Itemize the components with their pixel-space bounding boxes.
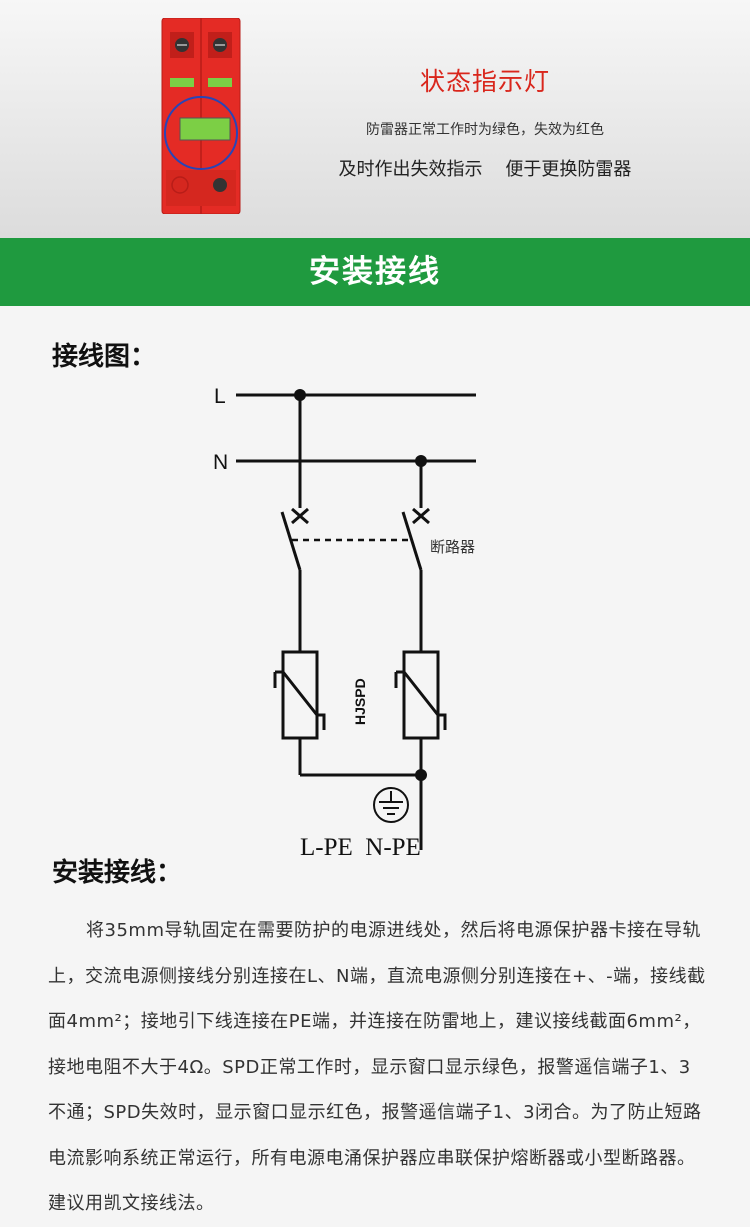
status-indicator-title: 状态指示灯 [419, 67, 550, 96]
line-l-label: L [214, 385, 226, 408]
diagram-heading: 接线图： [52, 342, 157, 372]
spd-device-image [161, 18, 241, 214]
section-banner: 安装接线 [0, 238, 750, 306]
install-instructions: 将35mm导轨固定在需要防护的电源进线处，然后将电源保护器卡接在导轨上，交流电源… [48, 920, 706, 1214]
product-header: 状态指示灯 防雷器正常工作时为绿色，失效为红色 及时作出失效指示 便于更换防雷器 [0, 0, 750, 238]
breaker-label: 断路器 [430, 538, 475, 556]
line-n-label: N [213, 451, 228, 474]
status-indicator-note: 及时作出失效指示 便于更换防雷器 [338, 159, 632, 180]
bottom-label: L-PE N-PE [300, 834, 421, 861]
spd-label: HJSPD [352, 678, 368, 725]
ground-icon [373, 787, 409, 823]
status-indicator-description: 防雷器正常工作时为绿色，失效为红色 [366, 122, 604, 138]
install-heading: 安装接线： [52, 858, 183, 888]
wiring-diagram: L N 断路器 HJSPD L-PE N-PE [213, 385, 476, 861]
